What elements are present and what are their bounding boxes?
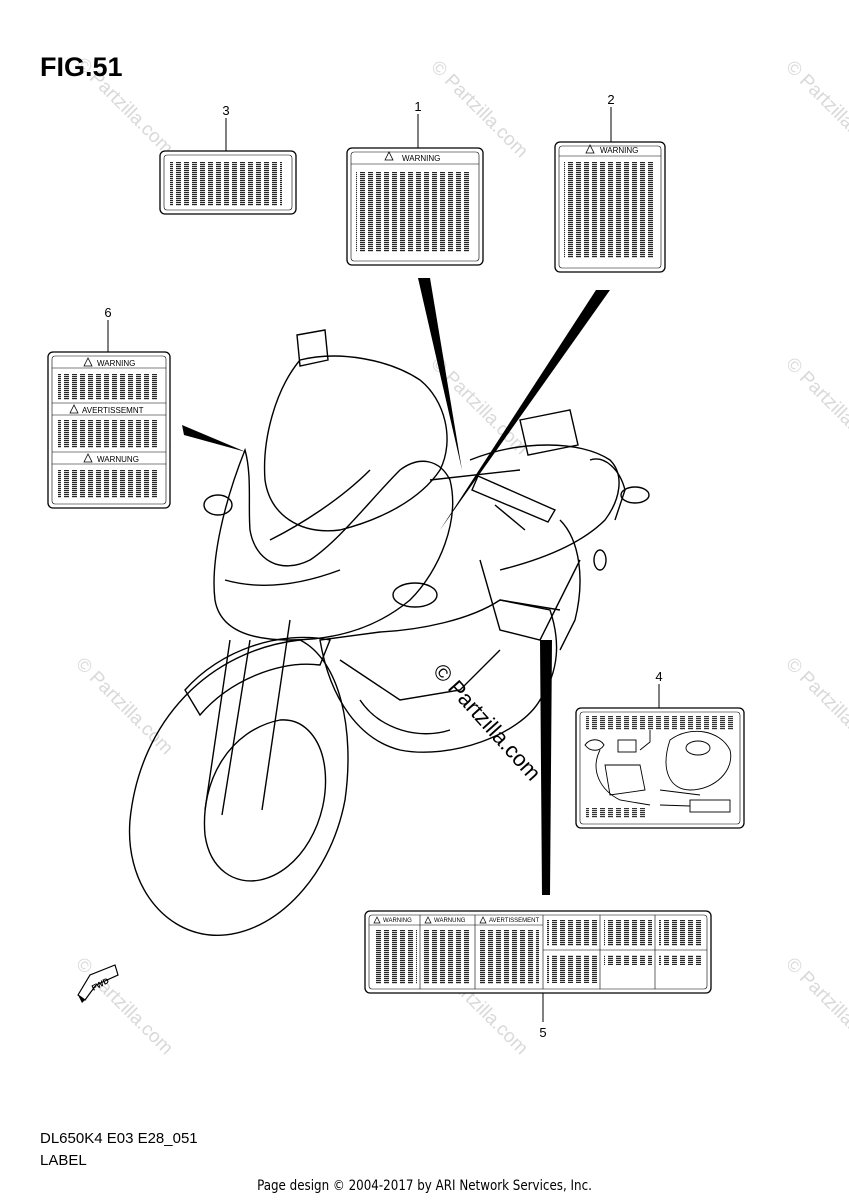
watermark: © Partzilla.com bbox=[426, 57, 531, 162]
callout-2: 2 bbox=[607, 92, 614, 107]
label-2-heading: WARNING bbox=[600, 146, 638, 155]
watermark-large: © Partzilla.com bbox=[428, 659, 546, 786]
watermark: © Partzilla.com bbox=[71, 654, 176, 759]
callout-lines bbox=[107, 107, 660, 1022]
label-5: WARNING WARNUNG AVERTISSEMENT bbox=[364, 910, 712, 994]
watermark: © Partzilla.com bbox=[781, 654, 849, 759]
watermark: © Partzilla.com bbox=[781, 354, 849, 459]
warning-triangle-icon bbox=[384, 151, 394, 161]
label-6-heading-warnung: WARNUNG bbox=[97, 455, 139, 464]
warning-triangle-icon bbox=[83, 357, 93, 367]
warning-triangle-icon bbox=[373, 916, 381, 924]
label-1-heading: WARNING bbox=[402, 154, 440, 163]
warning-triangle-icon bbox=[424, 916, 432, 924]
label-6-heading-warning: WARNING bbox=[97, 359, 135, 368]
label-2: WARNING bbox=[554, 141, 666, 273]
label-6: WARNING AVERTISSEMNT WARNUNG bbox=[47, 351, 171, 509]
callout-4: 4 bbox=[655, 669, 662, 684]
label-5-heading-warnung: WARNUNG bbox=[434, 918, 466, 924]
label-6-heading-avertissement: AVERTISSEMNT bbox=[82, 406, 144, 415]
callout-6: 6 bbox=[104, 305, 111, 320]
page-footer: Page design © 2004-2017 by ARI Network S… bbox=[257, 1178, 592, 1194]
section-label: LABEL bbox=[40, 1152, 87, 1169]
callout-3: 3 bbox=[222, 103, 229, 118]
label-5-heading-avertissement: AVERTISSEMENT bbox=[489, 918, 539, 924]
label-4 bbox=[575, 707, 745, 829]
warning-triangle-icon bbox=[83, 453, 93, 463]
figure-title: FIG.51 bbox=[40, 52, 123, 82]
model-code: DL650K4 E03 E28_051 bbox=[40, 1130, 198, 1147]
warning-triangle-icon bbox=[479, 916, 487, 924]
leader-wedges bbox=[182, 278, 610, 895]
callout-1: 1 bbox=[414, 99, 421, 114]
watermark: © Partzilla.com bbox=[781, 57, 849, 162]
warning-triangle-icon bbox=[585, 144, 595, 154]
callout-5: 5 bbox=[539, 1025, 546, 1040]
label-3 bbox=[159, 150, 297, 215]
watermark: © Partzilla.com bbox=[71, 954, 176, 1059]
label-1: WARNING bbox=[346, 147, 484, 266]
watermark: © Partzilla.com bbox=[781, 954, 849, 1059]
motorcycle-outline bbox=[128, 329, 650, 936]
label-5-heading-warning: WARNING bbox=[383, 918, 412, 924]
warning-triangle-icon bbox=[69, 404, 79, 414]
